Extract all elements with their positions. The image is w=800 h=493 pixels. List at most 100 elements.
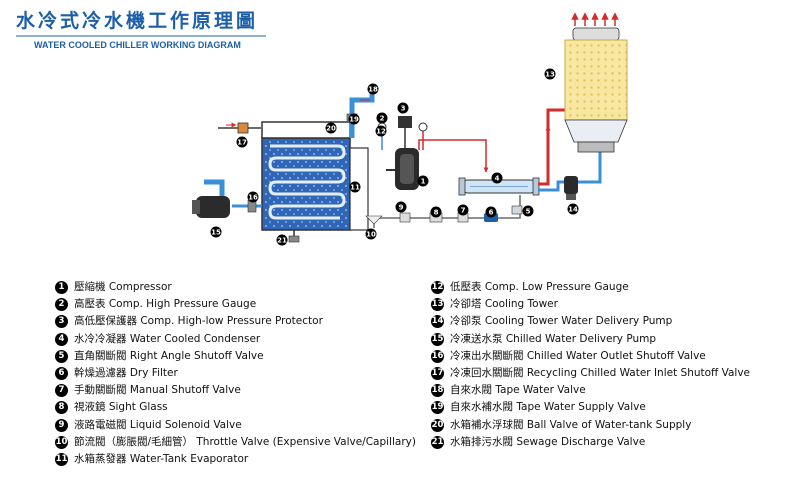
legend-label-cn: 低壓表	[450, 281, 482, 293]
legend-label-en: Dry Filter	[129, 366, 178, 379]
legend-number-badge: 1	[55, 281, 68, 295]
legend-label-en: Compressor	[108, 281, 172, 293]
tap-water-line	[346, 90, 375, 138]
legend-label-en: Throttle Valve (Expensive Valve/Capillar…	[196, 435, 416, 448]
legend-number-badge: 20	[431, 418, 444, 432]
legend-number-badge: 8	[55, 401, 68, 415]
callout-11: 11	[349, 181, 361, 193]
legend-label-en: Tape Water Valve	[495, 384, 586, 397]
legend-label-cn: 直角關斷閥	[74, 349, 127, 362]
callout-number: 17	[237, 138, 247, 146]
callout-number: 5	[526, 207, 531, 215]
callout-5: 5	[522, 205, 534, 217]
legend-label-en: Tape Water Supply Valve	[516, 401, 646, 414]
liquid-line	[365, 195, 523, 228]
legend-number-badge: 19	[431, 401, 444, 415]
legend-number-badge: 5	[55, 349, 68, 363]
legend-number-badge: 4	[55, 332, 68, 346]
callout-number: 3	[401, 104, 406, 112]
legend-label-cn: 節流閥（膨脹閥/毛細管）	[74, 435, 194, 448]
legend-number-badge: 9	[55, 418, 68, 432]
legend-label-cn: 液路電磁閥	[74, 418, 127, 431]
legend-number-badge: 13	[431, 298, 444, 312]
legend-number-badge: 11	[55, 452, 68, 466]
legend-item-14: 14 冷卻泵 Cooling Tower Water Delivery Pump	[431, 313, 750, 330]
legend-label-en: Sewage Discharge Valve	[516, 435, 646, 448]
legend-item-7: 7 手動關斷閥 Manual Shutoff Valve	[55, 382, 416, 399]
legend-label-en: Cooling Tower Water Delivery Pump	[484, 315, 673, 328]
legend-label-en: Right Angle Shutoff Valve	[129, 349, 264, 362]
water-cooled-condenser	[458, 177, 540, 196]
legend-number-badge: 18	[431, 384, 444, 398]
callout-number: 15	[211, 228, 221, 236]
legend-number-badge: 15	[431, 332, 444, 346]
callout-21: 21	[276, 234, 288, 246]
legend-label-cn: 手動關斷閥	[74, 384, 127, 397]
legend-number-badge: 10	[55, 435, 68, 449]
legend-label-cn: 高壓表	[74, 298, 106, 311]
callout-16: 16	[247, 191, 259, 203]
legend-number-badge: 7	[55, 384, 68, 398]
callout-number: 7	[461, 206, 466, 214]
legend-item-9: 9 液路電磁閥 Liquid Solenoid Valve	[55, 417, 416, 434]
legend-label-cn: 自來水閥	[450, 384, 492, 397]
chilled-water-return-line	[218, 122, 262, 134]
legend-label-en: Liquid Solenoid Valve	[129, 418, 242, 431]
legend-number-badge: 17	[431, 367, 444, 381]
callout-number: 8	[434, 208, 439, 216]
legend-label-en: Cooling Tower	[484, 298, 558, 311]
legend-label-en: Water Cooled Condenser	[129, 332, 261, 345]
legend-label-cn: 自來水補水閥	[450, 401, 513, 414]
callout-19: 19	[348, 113, 360, 125]
callout-4: 4	[491, 172, 503, 184]
legend-item-2: 2 高壓表 Comp. High Pressure Gauge	[55, 296, 416, 313]
callout-number: 13	[545, 70, 555, 78]
exhaust-arrows	[571, 12, 619, 26]
legend-label-cn: 高低壓保護器	[74, 315, 137, 328]
callout-3: 3	[397, 102, 409, 114]
legend-label-en: Comp. High-low Pressure Protector	[140, 315, 323, 328]
callout-8: 8	[430, 206, 442, 218]
diagram-title-en: WATER COOLED CHILLER WORKING DIAGRAM	[34, 40, 241, 50]
callout-number: 21	[277, 236, 287, 244]
legend-item-19: 19 自來水補水閥 Tape Water Supply Valve	[431, 399, 750, 416]
callout-18: 18	[367, 83, 379, 95]
legend-label-cn: 冷凍送水泵	[450, 332, 503, 345]
callout-number: 19	[349, 115, 359, 123]
water-tank-evaporator	[261, 121, 351, 231]
legend-label-en: Comp. High Pressure Gauge	[108, 298, 257, 311]
cooling-tower	[564, 12, 628, 153]
callout-9: 9	[395, 201, 407, 213]
legend-number-badge: 21	[431, 435, 444, 449]
legend-item-18: 18 自來水閥 Tape Water Valve	[431, 382, 750, 399]
callout-number: 1	[421, 177, 426, 185]
callout-6: 6	[485, 206, 497, 218]
callout-14: 14	[567, 203, 579, 215]
legend-label-cn: 水箱蒸發器	[74, 452, 127, 465]
legend-label-cn: 冷卻泵	[450, 315, 482, 328]
legend-label-cn: 冷凍回水關斷閥	[450, 366, 524, 379]
legend-label-en: Comp. Low Pressure Gauge	[484, 281, 629, 293]
callout-13: 13	[544, 68, 556, 80]
cooling-tower-pump	[564, 176, 578, 200]
chilled-water-pump-line	[192, 179, 262, 218]
legend-item-17: 17 冷凍回水關斷閥 Recycling Chilled Water Inlet …	[431, 365, 750, 382]
legend-label-en: Recycling Chilled Water Inlet Shutoff Va…	[526, 366, 751, 379]
legend-label-cn: 幹燥過濾器	[74, 366, 127, 379]
callout-12: 12	[375, 125, 387, 137]
legend-number-badge: 14	[431, 315, 444, 329]
legend-number-badge: 2	[55, 298, 68, 312]
legend-label-en: Manual Shutoff Valve	[129, 384, 241, 397]
